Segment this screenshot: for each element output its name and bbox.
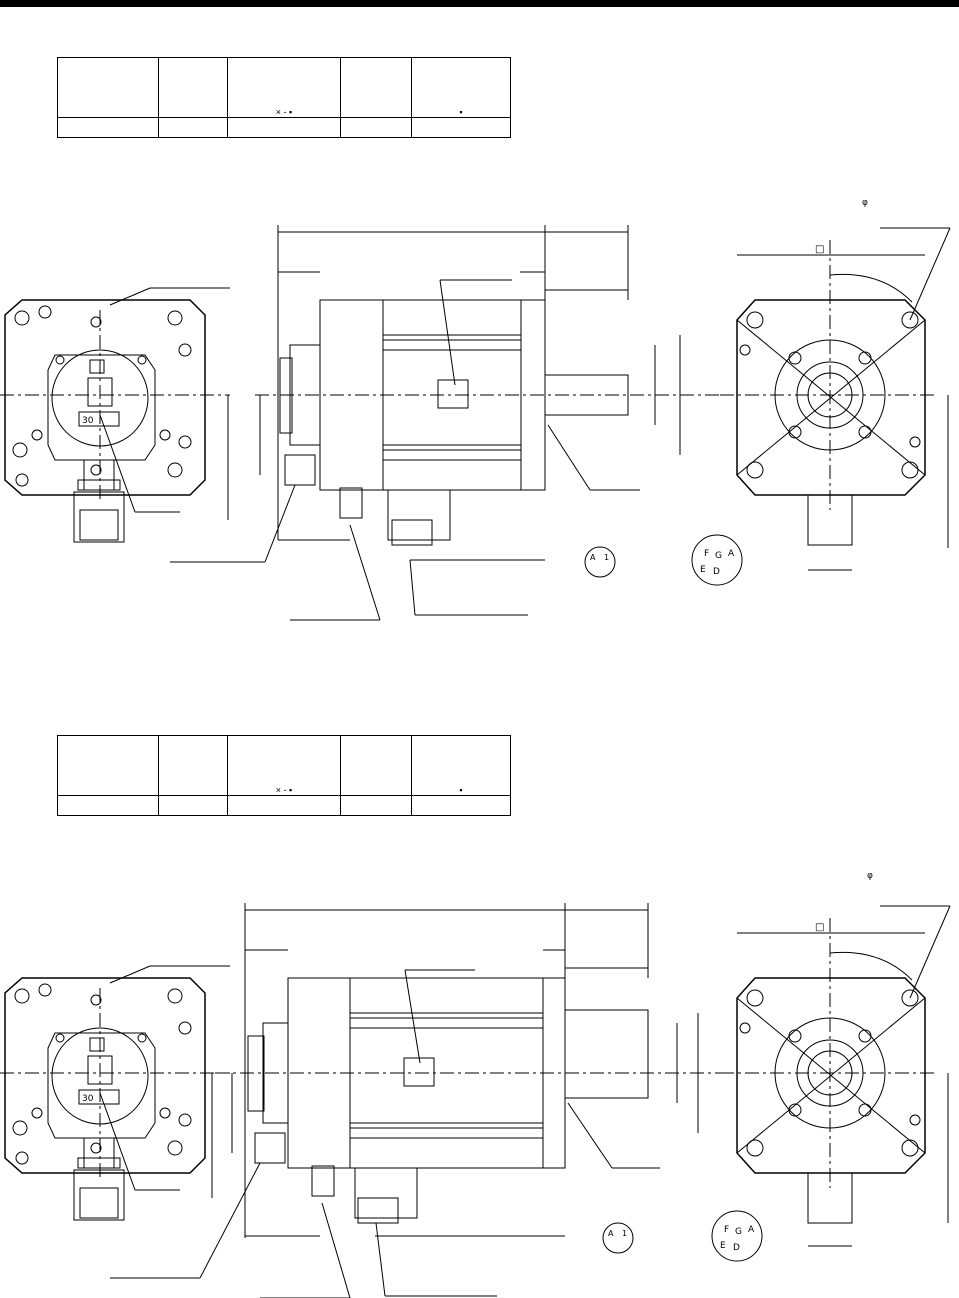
power-connector-pinout: F G A E D — [691, 534, 743, 586]
pin-label: E — [720, 1241, 726, 1251]
rear-view: 30 — [0, 287, 230, 543]
pin-label: F — [704, 549, 709, 559]
square-symbol: □ — [815, 922, 824, 933]
pin-label: 1 — [622, 1229, 627, 1238]
spec-value-cell — [227, 117, 341, 138]
rear-view: 30 — [0, 965, 230, 1221]
power-connector-pinout: F G A E D — [711, 1210, 763, 1262]
square-symbol: □ — [815, 244, 824, 255]
motor-dimension-drawing-1: 30 — [0, 198, 951, 621]
pin-label: 1 — [604, 553, 609, 562]
spec-value-cell — [411, 117, 511, 138]
front-view: □ φ — [720, 198, 951, 571]
spec-table-2: × ‑ ▪ ▪ — [57, 735, 511, 816]
spec-header-cell — [158, 735, 228, 796]
spec-value-cell — [411, 795, 511, 816]
small-connector-pinout: A 1 — [584, 546, 616, 578]
pin-label: G — [735, 1227, 742, 1237]
spec-value-cell — [158, 117, 228, 138]
motor-dimension-drawing-2: 30 — [0, 871, 951, 1298]
spec-header-cell — [340, 735, 412, 796]
spec-value-cell — [340, 117, 412, 138]
page-header-bar — [0, 0, 959, 7]
svg-text:30: 30 — [82, 416, 94, 426]
svg-text:30: 30 — [82, 1094, 94, 1104]
spec-value-cell — [158, 795, 228, 816]
pin-label: A — [748, 1225, 755, 1235]
pin-label: F — [724, 1225, 729, 1235]
side-view — [110, 903, 720, 1298]
spec-header-cell: ▪ — [411, 735, 511, 796]
spec-table-1: × ‑ ▪ ▪ — [57, 57, 511, 138]
spec-value-cell — [340, 795, 412, 816]
pin-label: D — [713, 567, 720, 577]
spec-header-cell — [57, 57, 159, 118]
diameter-symbol: φ — [862, 198, 868, 208]
spec-header-cell — [340, 57, 412, 118]
pin-label: A — [728, 549, 735, 559]
pin-label: A — [608, 1229, 614, 1238]
pin-label: G — [715, 551, 722, 561]
front-view: □ φ — [720, 871, 951, 1247]
pin-label: A — [590, 553, 596, 562]
small-connector-pinout: A 1 — [602, 1222, 634, 1254]
spec-value-cell — [227, 795, 341, 816]
diameter-symbol: φ — [867, 871, 873, 881]
side-view — [170, 225, 720, 621]
pin-label: D — [733, 1243, 740, 1253]
spec-header-cell — [57, 735, 159, 796]
spec-header-cell: ▪ — [411, 57, 511, 118]
spec-value-cell — [57, 795, 159, 816]
spec-value-cell — [57, 117, 159, 138]
spec-header-cell — [158, 57, 228, 118]
spec-header-cell: × ‑ ▪ — [227, 57, 341, 118]
pin-label: E — [700, 565, 706, 575]
spec-header-cell: × ‑ ▪ — [227, 735, 341, 796]
